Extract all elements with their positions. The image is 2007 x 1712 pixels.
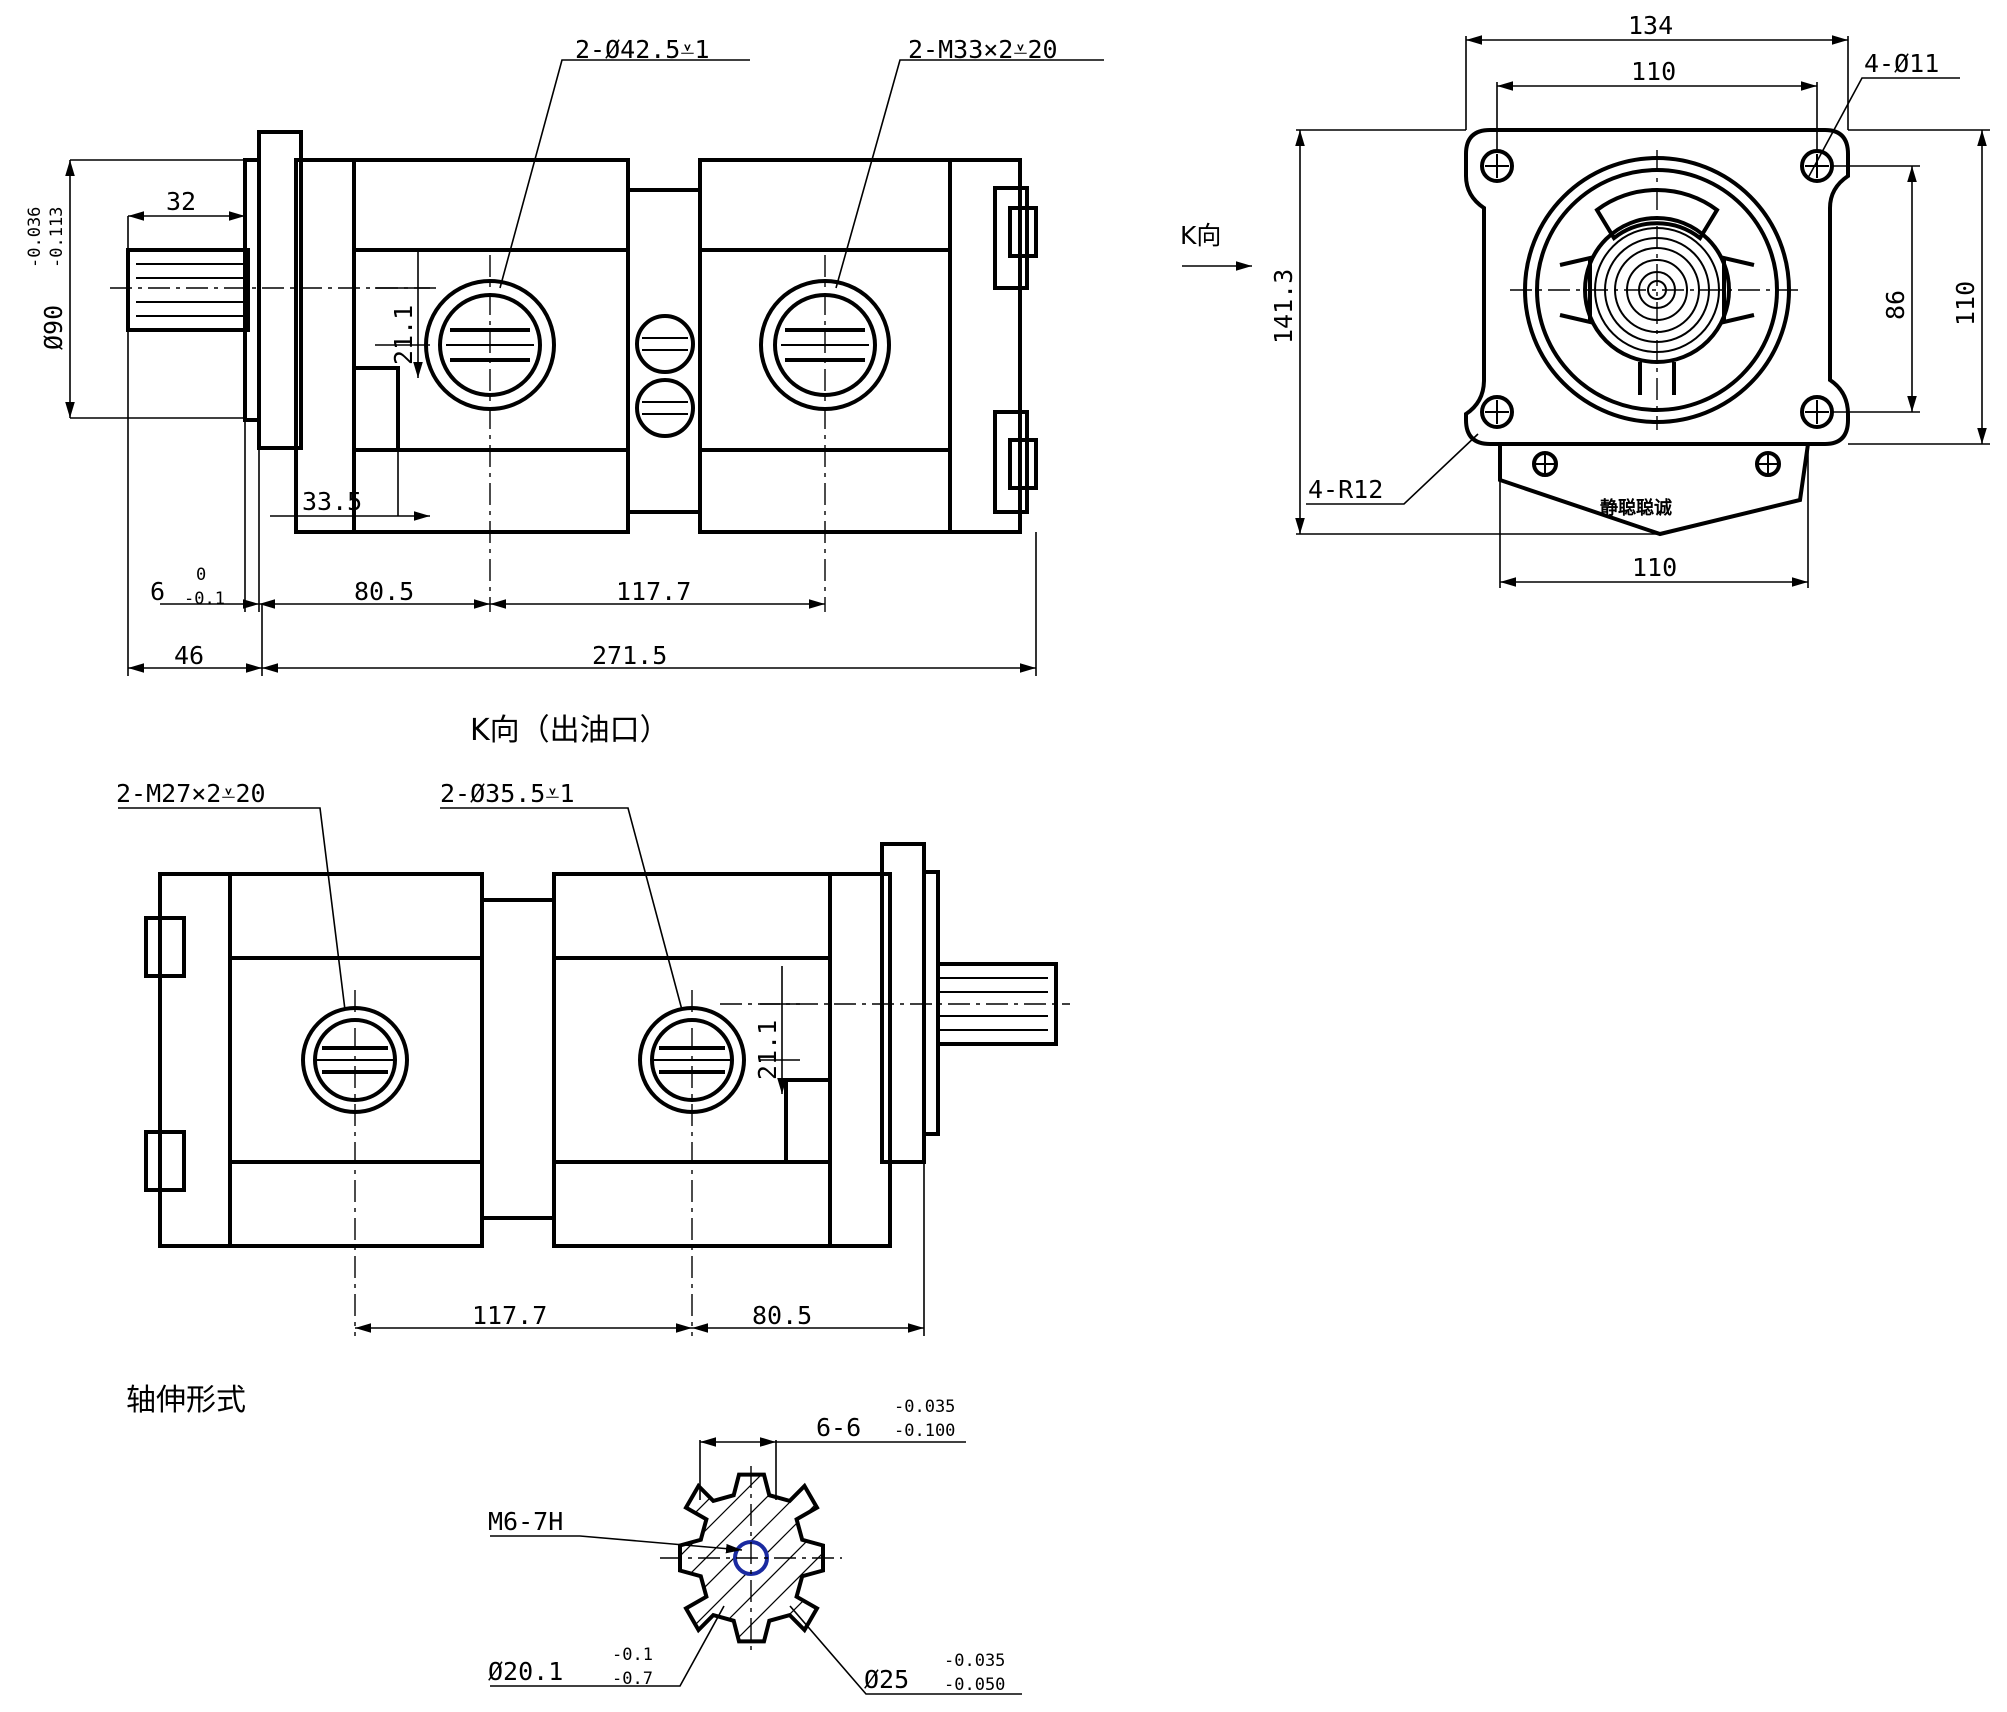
k-middle-plate (480, 898, 556, 1220)
flange-thick-label: 6 (150, 577, 165, 606)
width-outer-label: 134 (1628, 11, 1673, 40)
holes-callout: 4-Ø11 (1864, 49, 1939, 78)
port1-dist-label: 80.5 (354, 577, 414, 606)
k-port-callout-right: 2-Ø35.5⩡1 (440, 779, 575, 808)
major-dia-label: Ø25 (864, 1665, 909, 1694)
k-port-callout-left: 2-M27×2⩡20 (116, 779, 266, 808)
base-width-label: 110 (1632, 553, 1677, 582)
k-flange-lip (922, 870, 940, 1136)
minor-tol-lower: -0.7 (612, 1669, 653, 1689)
pilot-label: 33.5 (302, 487, 362, 516)
bolt-vertical-label: 86 (1881, 290, 1910, 320)
k-view: 2-M27×2⩡20 2-Ø35.5⩡1 21.1 117.7 80.5 (116, 779, 1070, 1336)
spline-tol-upper: -0.035 (894, 1397, 955, 1417)
k-port-offset-label: 21.1 (753, 1020, 782, 1080)
shaft-section: 6-6 -0.035 -0.100 M6-7H Ø20.1 -0.1 -0.7 … (488, 1397, 1022, 1695)
minor-dia-label: Ø20.1 (488, 1657, 563, 1686)
k-port2-dist-label: 117.7 (472, 1301, 547, 1330)
flange-tol-upper: -0.036 (25, 207, 45, 268)
end-view: 静聪聪诚 134 110 4-Ø11 K向 141.3 86 110 4- (1180, 11, 1990, 588)
nameplate-text: 静聪聪诚 (1600, 497, 1672, 519)
port-offset-label: 21.1 (389, 305, 418, 365)
port-callout-left: 2-Ø42.5⩡1 (575, 35, 710, 64)
front-cover (294, 158, 356, 534)
total-length-label: 271.5 (592, 641, 667, 670)
nameplate-bracket (1498, 443, 1810, 537)
minor-tol-upper: -0.1 (612, 1645, 653, 1665)
major-tol-upper: -0.035 (944, 1651, 1005, 1671)
thread-spec-label: M6-7H (488, 1507, 563, 1536)
port2-dist-label: 117.7 (616, 577, 691, 606)
major-tol-lower: -0.050 (944, 1675, 1005, 1695)
mounting-flange (1464, 128, 1850, 446)
width-bolt-label: 110 (1631, 57, 1676, 86)
k-port1-dist-label: 80.5 (752, 1301, 812, 1330)
spline-spec-label: 6-6 (816, 1413, 861, 1442)
height-label: 141.3 (1269, 269, 1298, 344)
flange-plate (257, 130, 303, 450)
flange-thick-tol-upper: 0 (196, 565, 206, 585)
k-front-cover (828, 872, 892, 1248)
spline-tol-lower: -0.100 (894, 1421, 955, 1441)
view-mark-k: K向 (1180, 221, 1221, 250)
radius-callout: 4-R12 (1308, 475, 1383, 504)
middle-plate (626, 188, 702, 514)
shaft-length-label: 46 (174, 641, 204, 670)
spline-length-label: 32 (166, 187, 196, 216)
rear-cover (948, 158, 1038, 534)
flange-thick-tol-lower: -0.1 (184, 589, 225, 609)
k-view-title: K向（出油口） (470, 713, 670, 748)
flange-dia-label: Ø90 (39, 305, 68, 350)
shaft-spline (126, 248, 250, 332)
spline-profile (678, 1472, 825, 1644)
shaft-section-title: 轴伸形式 (126, 1383, 246, 1418)
height-right-label: 110 (1951, 281, 1980, 326)
side-view: 2-Ø42.5⩡1 2-M33×2⩡20 Ø90 -0.036 -0.113 3… (25, 35, 1104, 676)
flange-tol-lower: -0.113 (47, 207, 67, 268)
port-callout-right: 2-M33×2⩡20 (908, 35, 1058, 64)
